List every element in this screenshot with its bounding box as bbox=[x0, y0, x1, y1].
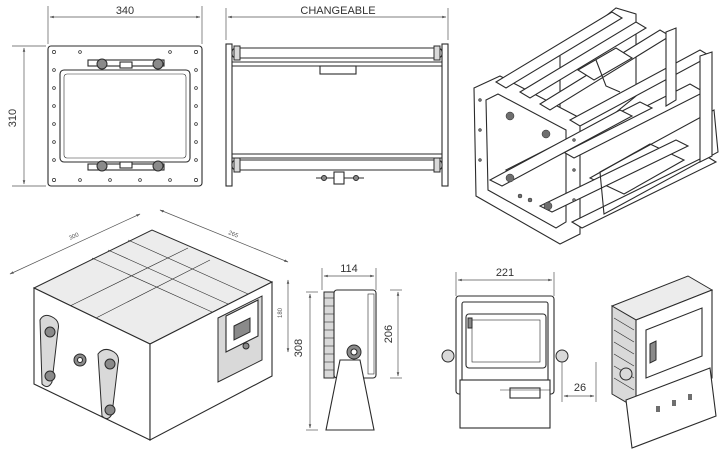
dim-width-340: 340 bbox=[116, 5, 134, 17]
dim-front-width: 221 bbox=[496, 267, 514, 279]
dim-front-offset: 26 bbox=[574, 382, 586, 394]
dim-height-310: 310 bbox=[7, 109, 19, 127]
frame-side-view: CHANGEABLE bbox=[225, 5, 449, 187]
dim-changeable: CHANGEABLE bbox=[300, 5, 375, 17]
dim-iso-depth: 265 bbox=[227, 230, 239, 240]
front-stand-view: 221 26 bbox=[441, 267, 597, 429]
dim-side-height-body: 206 bbox=[383, 325, 395, 343]
dim-iso-width: 300 bbox=[68, 232, 80, 242]
dim-iso-height: 180 bbox=[278, 307, 284, 318]
frame-isometric-view bbox=[473, 7, 719, 245]
housing-isometric-view: 300 265 180 bbox=[9, 209, 290, 441]
dim-side-width: 114 bbox=[340, 263, 358, 275]
side-profile-view: 114 308 206 bbox=[293, 263, 402, 431]
dim-side-height-total: 308 bbox=[293, 339, 305, 357]
stand-isometric-view bbox=[610, 275, 717, 449]
frame-front-view: 340 310 bbox=[7, 5, 203, 187]
